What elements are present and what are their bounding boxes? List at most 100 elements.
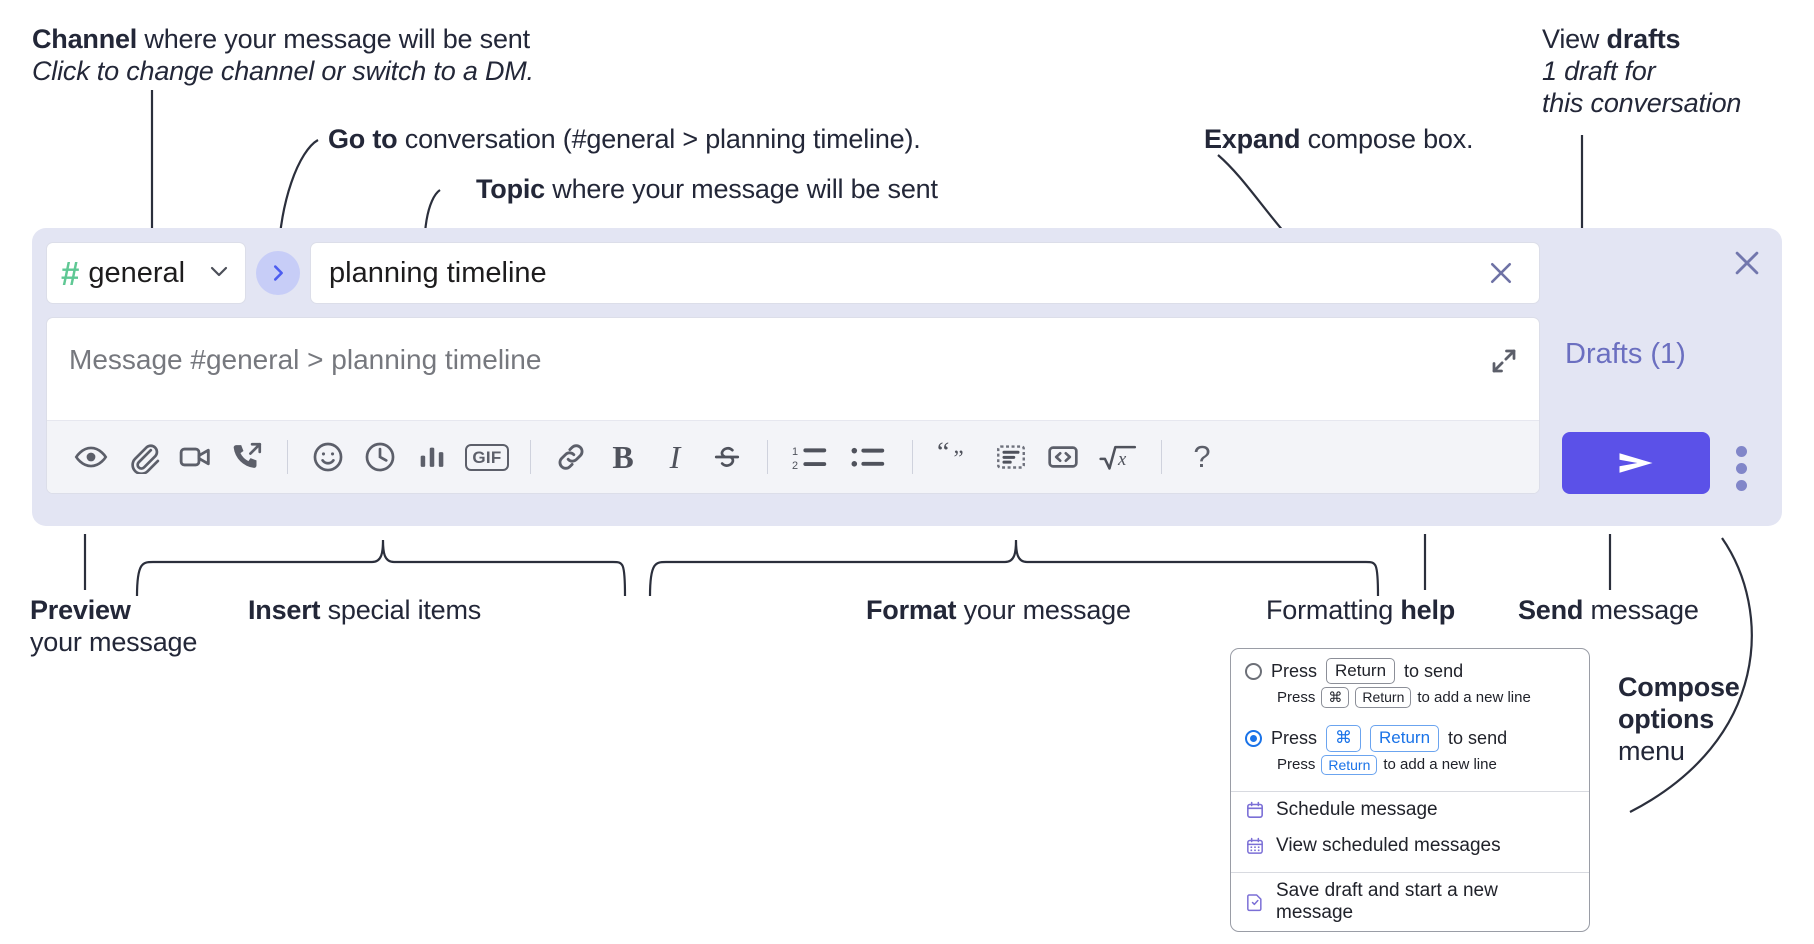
- option1-sub-pre: Press: [1277, 689, 1316, 707]
- poll-icon[interactable]: [406, 431, 458, 483]
- compose-options-kebab[interactable]: [1736, 446, 1747, 497]
- popup-divider: [1231, 872, 1589, 874]
- annotation-expand-rest: compose box.: [1300, 124, 1474, 154]
- inline-code-icon[interactable]: [1037, 431, 1089, 483]
- message-input[interactable]: Message #general > planning timeline: [47, 318, 1539, 420]
- formatting-toolbar: GIF B I 1: [47, 420, 1539, 493]
- message-box: Message #general > planning timeline: [46, 317, 1540, 494]
- send-option-cmd-return[interactable]: Press ⌘ Return to send: [1231, 716, 1589, 752]
- svg-text:“: “: [937, 440, 949, 468]
- key-command: ⌘: [1326, 725, 1362, 752]
- annotation-channel-rest: where your message will be sent: [137, 24, 530, 54]
- annotation-format: Format your message: [866, 595, 1131, 627]
- attachment-icon[interactable]: [117, 431, 169, 483]
- annotation-send: Send message: [1518, 595, 1699, 627]
- help-label: ?: [1193, 439, 1211, 474]
- gif-icon[interactable]: GIF: [458, 431, 516, 483]
- annotation-preview-bold: Preview: [30, 595, 131, 625]
- bold-label: B: [612, 438, 634, 475]
- annotation-compose-bold1: Compose: [1618, 672, 1740, 702]
- toolbar-divider: [1161, 440, 1162, 474]
- annotation-topic-bold: Topic: [476, 174, 545, 204]
- video-icon[interactable]: [169, 431, 221, 483]
- kebab-dot: [1736, 480, 1747, 491]
- calendar-grid-icon: [1245, 836, 1265, 856]
- clear-topic-icon[interactable]: [1479, 251, 1523, 295]
- strikethrough-icon[interactable]: [701, 431, 753, 483]
- option1-post: to send: [1404, 660, 1464, 681]
- svg-text:”: ”: [953, 446, 963, 471]
- annotation-help-plain: Formatting: [1266, 595, 1401, 625]
- toolbar-divider: [912, 440, 913, 474]
- link-icon[interactable]: [545, 431, 597, 483]
- close-icon[interactable]: [1730, 246, 1764, 285]
- hash-icon: #: [61, 254, 80, 292]
- bold-icon[interactable]: B: [597, 431, 649, 483]
- send-button[interactable]: [1562, 432, 1710, 494]
- code-block-icon[interactable]: [985, 431, 1037, 483]
- blockquote-icon[interactable]: “ ”: [927, 431, 985, 483]
- menu-item-save-draft[interactable]: Save draft and start a new message: [1231, 873, 1589, 931]
- gif-label: GIF: [465, 443, 509, 471]
- italic-icon[interactable]: I: [649, 431, 701, 483]
- send-option-cmd-return-sub: Press Return to add a new line: [1231, 752, 1589, 784]
- channel-selector[interactable]: # general: [46, 242, 246, 304]
- topic-value: planning timeline: [329, 256, 547, 289]
- save-draft-icon: [1245, 892, 1265, 912]
- compose-options-popup: Press Return to send Press ⌘ Return to a…: [1230, 648, 1590, 933]
- message-placeholder: Message #general > planning timeline: [69, 344, 542, 375]
- topic-field[interactable]: planning timeline: [310, 242, 1540, 304]
- radio-return[interactable]: [1245, 662, 1262, 680]
- toolbar-divider: [767, 440, 768, 474]
- key-return: Return: [1355, 687, 1412, 709]
- annotation-insert-bold: Insert: [248, 595, 321, 625]
- annotation-format-rest: your message: [956, 595, 1131, 625]
- annotation-drafts-bold: drafts: [1606, 24, 1681, 54]
- preview-icon[interactable]: [65, 431, 117, 483]
- annotation-channel-bold: Channel: [32, 24, 138, 54]
- annotation-expand-bold: Expand: [1204, 124, 1301, 154]
- channel-name: general: [88, 256, 186, 289]
- send-option-return-sub: Press ⌘ Return to add a new line: [1231, 684, 1589, 716]
- option2-post: to send: [1448, 727, 1508, 748]
- option1-pre: Press: [1271, 660, 1318, 681]
- math-icon[interactable]: x: [1089, 431, 1147, 483]
- menu-item-label: Schedule message: [1276, 799, 1438, 821]
- annotation-send-bold: Send: [1518, 595, 1584, 625]
- annotation-goto-bold: Go to: [328, 124, 398, 154]
- annotation-drafts-plain: View: [1542, 24, 1607, 54]
- menu-item-label: View scheduled messages: [1276, 835, 1501, 857]
- expand-icon[interactable]: [1489, 346, 1519, 381]
- key-return: Return: [1370, 725, 1440, 752]
- emoji-icon[interactable]: [302, 431, 354, 483]
- option2-pre: Press: [1271, 727, 1318, 748]
- annotation-insert-rest: special items: [320, 595, 482, 625]
- toolbar-divider: [530, 440, 531, 474]
- svg-text:2: 2: [792, 460, 798, 472]
- help-icon[interactable]: ?: [1176, 431, 1228, 483]
- annotation-send-rest: message: [1583, 595, 1699, 625]
- call-forward-icon[interactable]: [221, 431, 273, 483]
- bulleted-list-icon[interactable]: [840, 431, 898, 483]
- annotation-drafts-italic1: 1 draft for: [1542, 55, 1656, 86]
- annotation-preview-line2: your message: [30, 626, 198, 657]
- ordered-list-icon[interactable]: 1 2: [782, 431, 840, 483]
- annotation-channel: Channel where your message will be sent …: [32, 24, 534, 88]
- radio-cmd-return[interactable]: [1245, 729, 1262, 747]
- drafts-link[interactable]: Drafts (1): [1565, 338, 1686, 370]
- chevron-right-icon: [273, 265, 283, 281]
- send-option-return[interactable]: Press Return to send: [1231, 649, 1589, 685]
- chevron-down-icon: [207, 259, 231, 288]
- key-command: ⌘: [1321, 687, 1350, 709]
- key-return: Return: [1321, 754, 1378, 776]
- annotation-insert: Insert special items: [248, 595, 481, 627]
- compose-right-rail: Drafts (1): [1530, 228, 1782, 526]
- annotation-compose-bold2: options: [1618, 703, 1715, 734]
- menu-item-schedule-message[interactable]: Schedule message: [1231, 792, 1589, 828]
- go-to-conversation-button[interactable]: [256, 251, 300, 295]
- clock-icon[interactable]: [354, 431, 406, 483]
- option2-sub-post: to add a new line: [1383, 756, 1497, 774]
- menu-item-view-scheduled[interactable]: View scheduled messages: [1231, 828, 1589, 864]
- compose-widget: # general planning timeline Message #gen…: [32, 228, 1782, 526]
- svg-text:x: x: [1117, 449, 1127, 470]
